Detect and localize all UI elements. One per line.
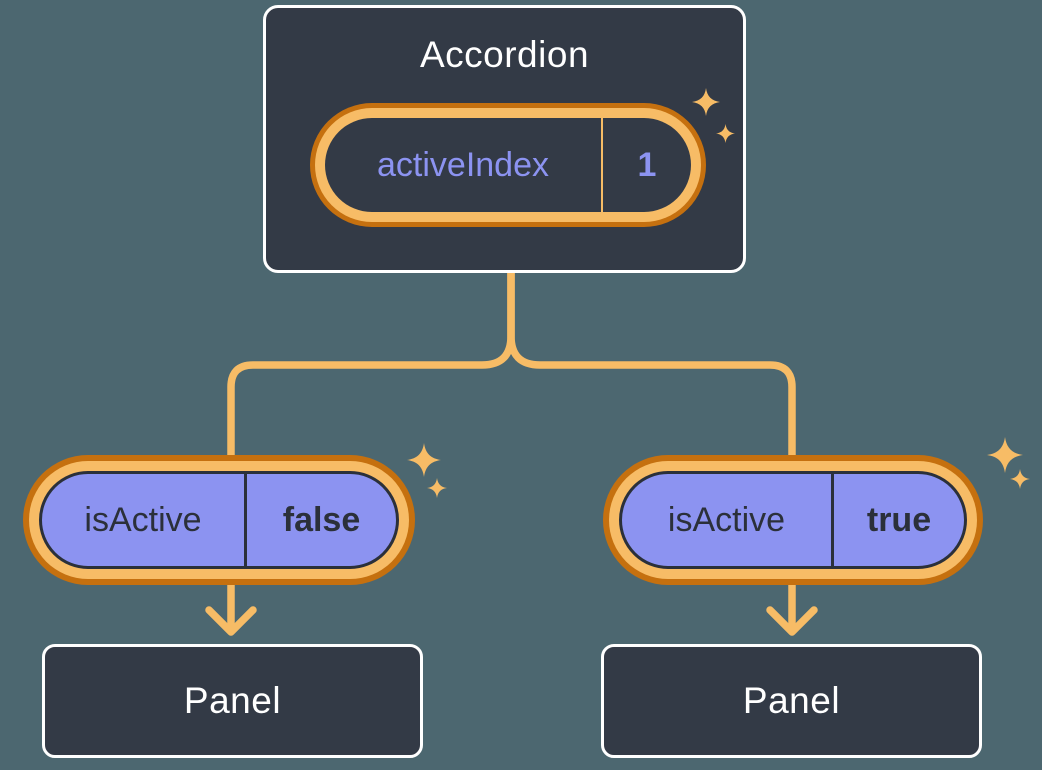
prop-pill-right: isActive true <box>619 471 967 569</box>
state-pill: activeIndex 1 <box>325 118 691 212</box>
prop-name: isActive <box>667 500 786 539</box>
pill-divider <box>244 474 247 566</box>
sparkle-icon <box>716 124 735 143</box>
sparkle-icon <box>407 443 441 477</box>
prop-value: false <box>282 500 361 539</box>
panel-box-right: Panel <box>601 644 982 758</box>
connector-left-branch <box>227 273 515 628</box>
connector-right-branch <box>507 273 796 628</box>
sparkle-icon <box>987 437 1023 473</box>
sparkle-icon <box>427 478 447 498</box>
component-title: Accordion <box>419 34 590 75</box>
panel-box-left: Panel <box>42 644 423 758</box>
arrowhead-right <box>766 606 818 636</box>
state-name: activeIndex <box>377 145 549 184</box>
prop-pill-left: isActive false <box>39 471 399 569</box>
prop-value: true <box>866 500 932 539</box>
arrowhead-left <box>205 606 257 636</box>
sparkle-icon <box>1010 469 1030 489</box>
state-value: 1 <box>637 145 657 184</box>
pill-divider <box>601 118 603 212</box>
sparkle-icon <box>692 88 720 116</box>
prop-name: isActive <box>84 500 202 539</box>
pill-divider <box>831 474 834 566</box>
